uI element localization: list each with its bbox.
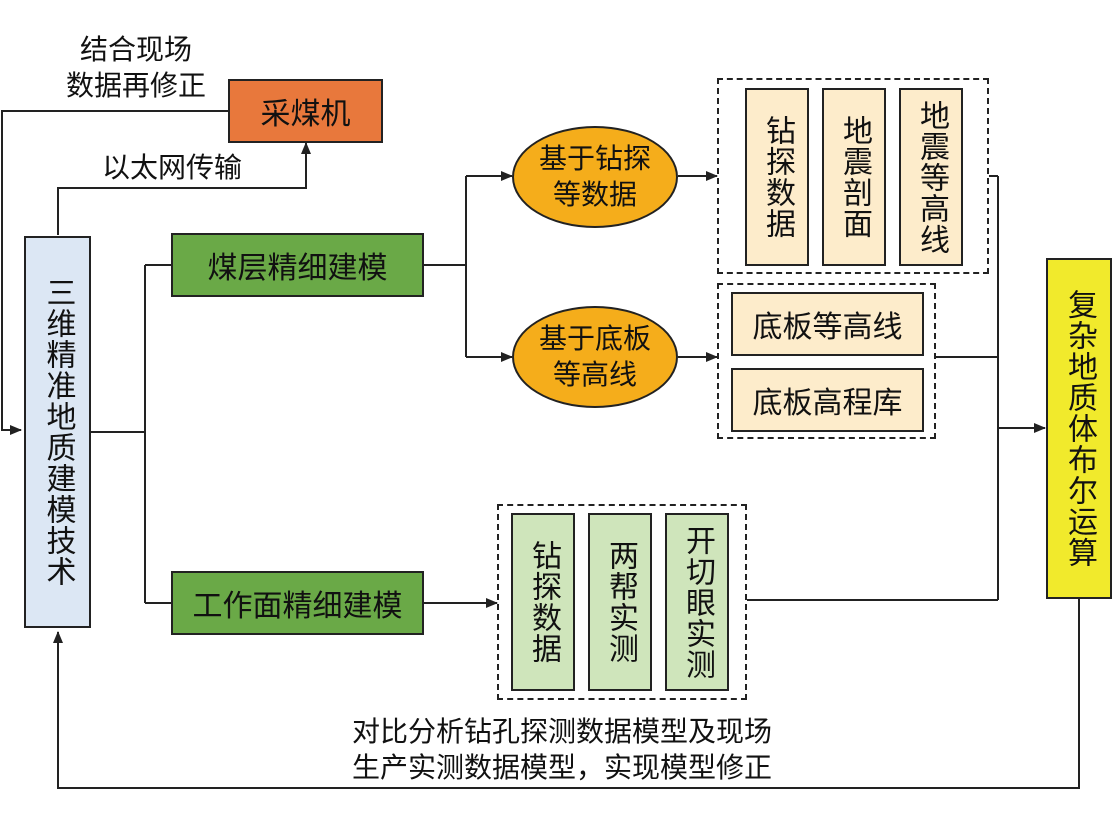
workface-box: 工作面精细建模	[171, 571, 424, 635]
seismic-section-label: 地震剖面	[837, 115, 872, 239]
floor-based-ellipse: 基于底板 等高线	[512, 306, 678, 408]
boolean-op-label: 复杂地质体布尔运算	[1062, 289, 1097, 568]
seismic-contour-box: 地震等高线	[899, 88, 963, 266]
edge-main-to-shearer	[57, 142, 311, 235]
drill-data-2-label: 钻探数据	[526, 540, 561, 664]
boolean-op-box: 复杂地质体布尔运算	[1046, 258, 1112, 599]
coal-seam-box: 煤层精细建模	[171, 233, 424, 297]
shearer-box: 采煤机	[228, 79, 383, 143]
drill-based-label: 基于钻探 等数据	[538, 142, 651, 211]
floor-elevation-box: 底板高程库	[731, 368, 924, 432]
coal-seam-label: 煤层精细建模	[207, 251, 388, 286]
ethernet-caption: 以太网传输	[101, 151, 242, 184]
drill-based-ellipse: 基于钻探 等数据	[512, 126, 678, 228]
workface-label: 工作面精细建模	[192, 589, 403, 624]
main-tech-label: 三维精准地质建模技术	[40, 277, 76, 587]
seismic-contour-label: 地震等高线	[914, 99, 949, 255]
side-measure-label: 两帮实测	[603, 540, 638, 664]
drill-data-box-2: 钻探数据	[511, 513, 575, 691]
drill-data-box-1: 钻探数据	[745, 88, 809, 266]
bottom-note-caption: 对比分析钻孔探测数据模型及现场 生产实测数据模型，实现模型修正	[351, 715, 772, 784]
drill-data-group	[717, 78, 989, 274]
main-tech-box: 三维精准地质建模技术	[24, 236, 91, 628]
field-correction-caption: 结合现场 数据再修正	[65, 33, 206, 102]
edge-boolean-feedback	[53, 599, 1080, 789]
side-measure-box: 两帮实测	[588, 513, 652, 691]
floor-elevation-label: 底板高程库	[752, 386, 903, 421]
seismic-section-box: 地震剖面	[822, 88, 886, 266]
drill-data-1-label: 钻探数据	[760, 115, 795, 239]
floor-contour-box: 底板等高线	[731, 292, 924, 356]
edge-shearer-to-main	[1, 110, 228, 435]
workface-data-group	[497, 504, 747, 700]
floor-contour-label: 底板等高线	[752, 310, 903, 345]
cut-measure-box: 开切眼实测	[665, 513, 729, 691]
cut-measure-label: 开切眼实测	[680, 524, 715, 680]
floor-based-label: 基于底板 等高线	[538, 322, 651, 391]
shearer-label: 采煤机	[260, 97, 351, 132]
floor-data-group	[717, 283, 936, 439]
